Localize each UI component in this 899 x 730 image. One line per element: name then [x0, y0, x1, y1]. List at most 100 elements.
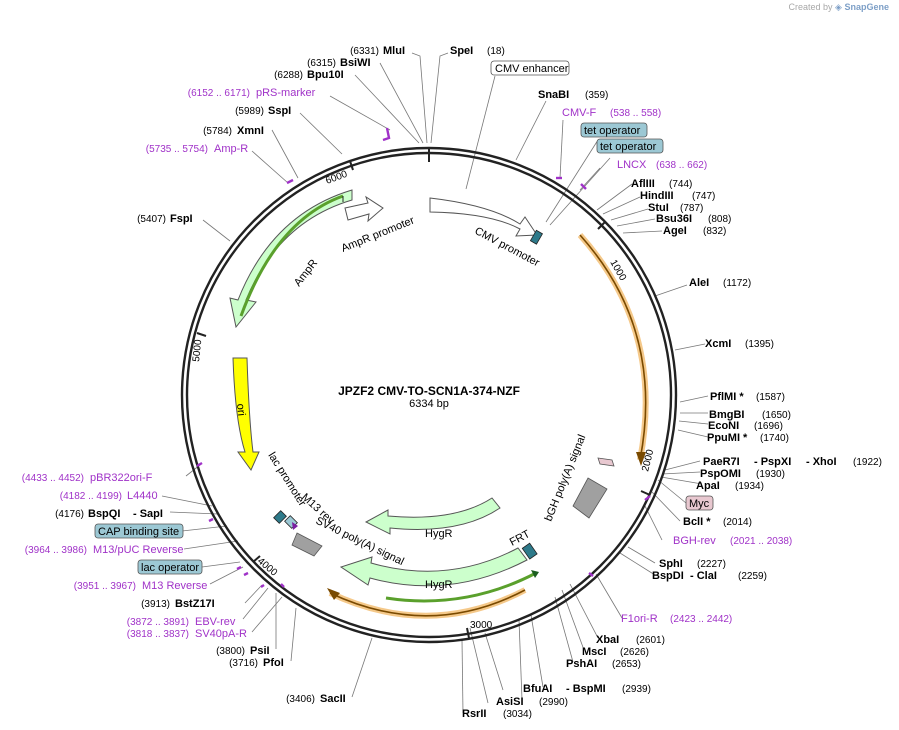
ring-ticks [196, 148, 651, 639]
credit-prefix: Created by [788, 2, 833, 12]
feature-label: HygR [425, 528, 453, 540]
site-position: (787) [680, 203, 703, 214]
hygr-arrow-lower [339, 547, 528, 587]
feature-label: AmpR promoter [340, 214, 417, 254]
hygr-arrow-upper [364, 497, 501, 535]
primer-name: LNCX [617, 159, 647, 171]
site-name: PsiI [250, 645, 270, 657]
site-name: PshAI [566, 658, 597, 670]
primer-position: (4182 .. 4199) [60, 491, 122, 502]
primer-name: M13/pUC Reverse [93, 544, 183, 556]
site-position: (2653) [612, 659, 641, 670]
site-name: - BspMI [566, 683, 606, 695]
hygr-orf-line [385, 571, 537, 603]
site-position: (1930) [756, 469, 785, 480]
site-name: HindIII [640, 190, 674, 202]
feature-label: AmpR [292, 257, 320, 289]
site-name: SphI [659, 558, 683, 570]
boxed-label: lac operator [141, 562, 199, 574]
site-position: (747) [692, 191, 715, 202]
site-name: XbaI [596, 634, 619, 646]
primer-name: SV40pA-R [195, 628, 247, 640]
site-position: (2259) [738, 571, 767, 582]
site-name: MscI [582, 646, 606, 658]
boxed-label: CAP binding site [98, 526, 179, 538]
primer-name: Amp-R [214, 143, 248, 155]
site-name: SacII [320, 693, 346, 705]
site-name: BspQI [88, 508, 120, 520]
feature-label: ori [234, 403, 247, 416]
site-name: AflIII [631, 178, 655, 190]
site-position: (3716) [229, 658, 258, 669]
plasmid-name: JPZF2 CMV-TO-SCN1A-374-NZF [338, 384, 520, 398]
site-name: PfoI [263, 657, 284, 669]
site-name: MluI [383, 45, 405, 57]
site-name: - ClaI [690, 570, 717, 582]
primer-position: (3818 .. 3837) [127, 629, 189, 640]
boxed-label: tet operator [584, 125, 641, 137]
site-name: BclI * [683, 516, 711, 528]
primer-position: (3951 .. 3967) [74, 581, 136, 592]
primer-position: (4433 .. 4452) [22, 473, 84, 484]
plasmid-length: 6334 bp [409, 398, 449, 410]
site-name: PaeR7I [703, 456, 740, 468]
features [229, 189, 649, 619]
primer-position: (3964 .. 3986) [25, 545, 87, 556]
site-name: StuI [648, 202, 669, 214]
site-name: - PspXI [754, 456, 791, 468]
primer-name: CMV-F [562, 107, 597, 119]
site-name: BstZ17I [175, 598, 215, 610]
site-position: (3800) [216, 646, 245, 657]
site-name: - SapI [133, 508, 163, 520]
site-position: (1650) [762, 410, 791, 421]
site-position: (2014) [723, 517, 752, 528]
site-position: (1587) [756, 392, 785, 403]
site-name: ApaI [696, 480, 720, 492]
site-name: BspDI [652, 570, 684, 582]
primer-position: (6152 .. 6171) [188, 88, 250, 99]
site-position: (5784) [203, 126, 232, 137]
site-position: (4176) [55, 509, 84, 520]
ampr-orf-line [239, 194, 344, 317]
site-name: SnaBI [538, 89, 569, 101]
tet-operator-mark [529, 229, 544, 245]
site-position: (2601) [636, 635, 665, 646]
site-position: (1172) [723, 278, 751, 289]
primer-name: pRS-marker [256, 87, 316, 99]
primer-labels: (6152 .. 6171) pRS-marker (5735 .. 5754)… [22, 87, 793, 640]
lac-operator-mark [273, 510, 287, 524]
site-name: BmgBI [709, 409, 744, 421]
site-position: (3034) [503, 709, 532, 720]
primer-position: (2423 .. 2442) [670, 614, 732, 625]
boxed-labels: CMV enhancer tet operator tet operator M… [94, 60, 714, 575]
site-name: FspI [170, 213, 193, 225]
site-name: AleI [689, 277, 709, 289]
site-position: (1395) [745, 339, 774, 350]
ampr-promoter-arrow [344, 195, 384, 223]
site-name: AgeI [663, 225, 687, 237]
leader-lines [161, 52, 709, 714]
primer-name: F1ori-R [621, 613, 658, 625]
site-name: PspOMI [700, 468, 741, 480]
primer-position: (5735 .. 5754) [146, 144, 208, 155]
site-position: (832) [703, 226, 726, 237]
snapgene-logo-icon: ◈ [835, 2, 842, 12]
site-name: BsiWI [340, 57, 371, 69]
site-name: Bsu36I [656, 213, 692, 225]
myc-mark [597, 457, 615, 467]
site-name: - XhoI [806, 456, 837, 468]
tick-label: 3000 [470, 620, 493, 631]
site-name: RsrII [462, 708, 486, 720]
tick-label: 6000 [324, 169, 349, 187]
site-position: (2990) [539, 697, 568, 708]
primer-marks [196, 127, 651, 588]
site-name: SspI [268, 105, 291, 117]
site-name: PpuMI * [707, 432, 748, 444]
tick-label: 5000 [191, 339, 204, 363]
credit-brand: SnapGene [844, 2, 889, 12]
boxed-label: tet operator [600, 141, 657, 153]
sv40-polya-signal [291, 532, 323, 557]
site-position: (6288) [274, 70, 303, 81]
site-position: (5989) [235, 106, 264, 117]
